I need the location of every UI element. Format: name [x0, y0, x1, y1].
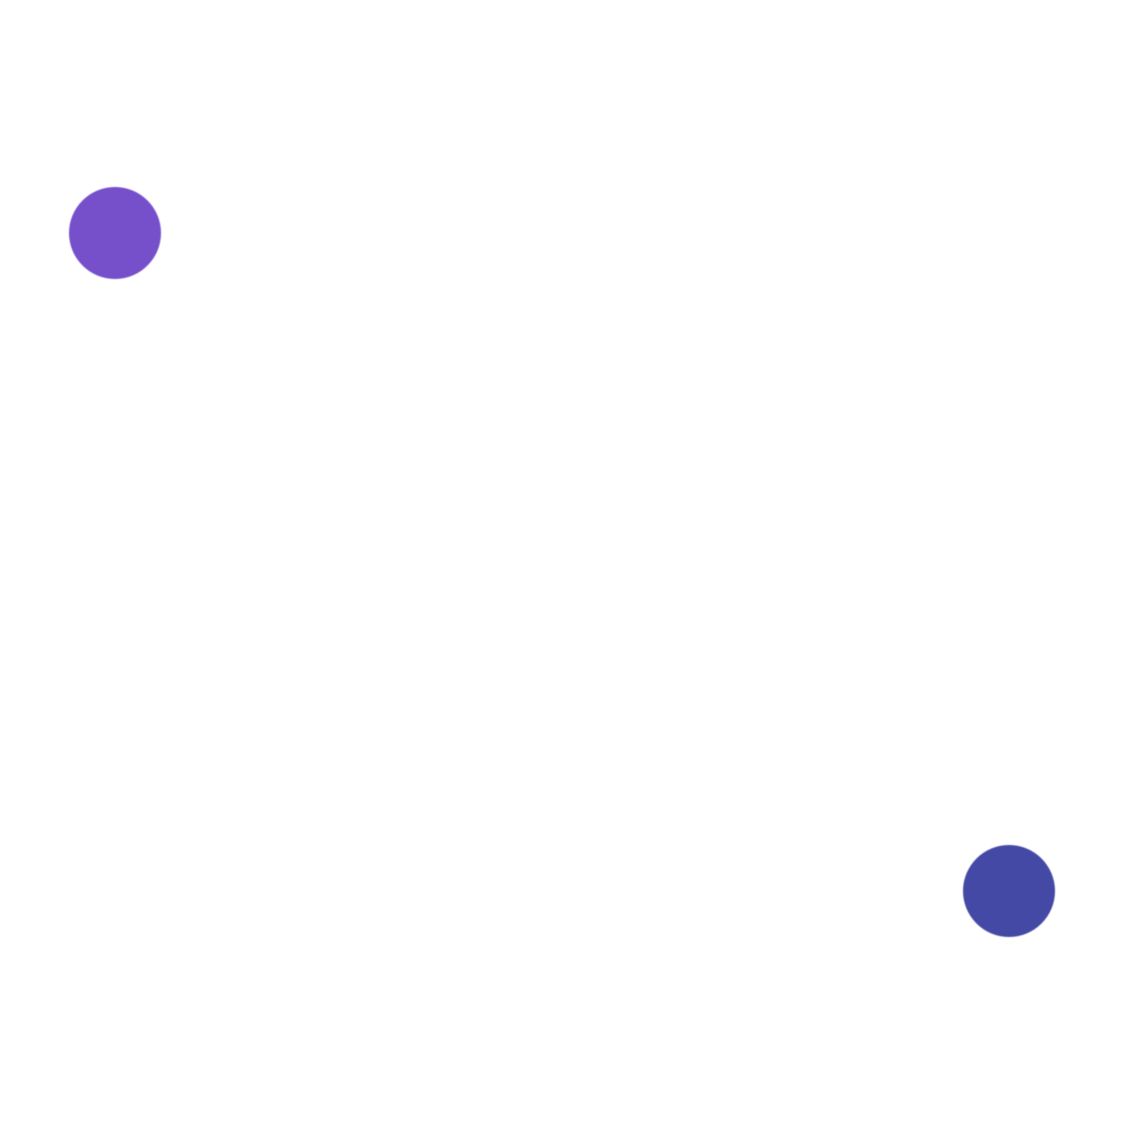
indigo-dot	[963, 845, 1055, 937]
purple-dot	[69, 187, 161, 279]
